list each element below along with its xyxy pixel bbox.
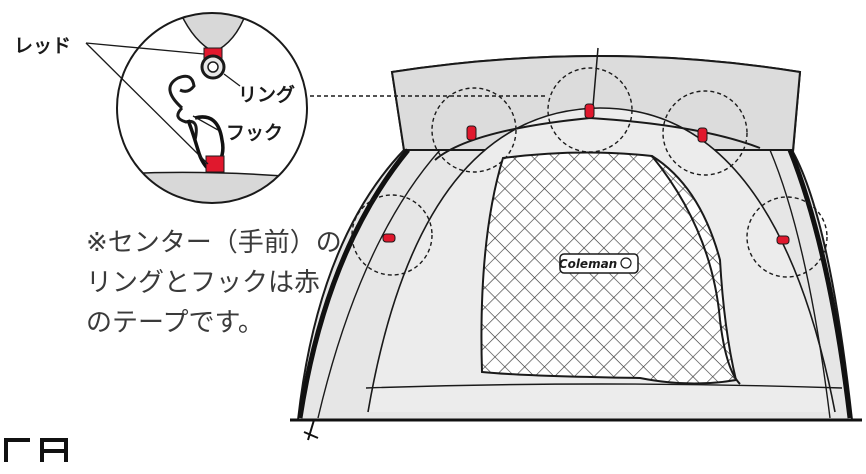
- callout-leaders: [85, 42, 241, 165]
- zoom-detail: [116, 12, 308, 204]
- tent: Coleman: [290, 47, 862, 441]
- right-inner-line: [769, 149, 831, 419]
- left-inner-line: [317, 149, 441, 419]
- callout-hook: フック: [226, 122, 283, 144]
- hook-icon: [168, 74, 198, 141]
- marker-right-upper: [662, 90, 748, 176]
- brand-logo: Coleman: [559, 257, 617, 271]
- note-line-3: のテープです。: [86, 308, 264, 338]
- illustration: Coleman: [14, 12, 862, 441]
- marker-right-lower: [746, 196, 828, 278]
- marker-left-lower: [351, 194, 433, 276]
- note-line-2: リングとフックは赤: [86, 268, 321, 298]
- tent-setup-diagram: Coleman: [4, 12, 862, 462]
- lantern-icon: [620, 257, 632, 269]
- brand-badge: Coleman: [559, 253, 639, 274]
- left-side-pole: [297, 148, 410, 419]
- callout-ring: リング: [238, 83, 295, 106]
- note-line-1: ※センター（手前）の: [86, 228, 342, 258]
- stake-icon: [303, 419, 319, 441]
- hook-markers: [351, 67, 828, 278]
- marker-center: [547, 67, 633, 153]
- fly-top-panel: [390, 55, 802, 151]
- marker-left-upper: [431, 87, 517, 173]
- hook-red-tape: [205, 155, 225, 173]
- hook-clips: [382, 103, 790, 245]
- right-side-pole: [787, 149, 853, 419]
- door-zipper: [651, 155, 741, 385]
- cropped-glyph-icon: [4, 438, 68, 462]
- callout-red: レッド: [14, 35, 71, 57]
- cropped-heading-fragment: [2, 414, 72, 474]
- floor-inner: [365, 383, 843, 389]
